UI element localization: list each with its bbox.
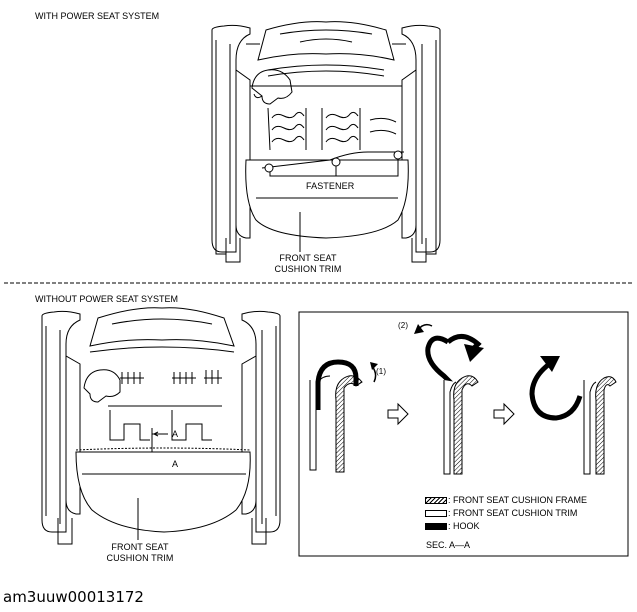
- top-trim-label-line1: FRONT SEAT: [279, 253, 337, 263]
- section-marker-a-1: A: [172, 429, 179, 439]
- hook-stage-3: [529, 356, 617, 475]
- legend-trim-swatch: [425, 510, 447, 517]
- top-trim-label-line2: CUSHION TRIM: [274, 264, 342, 274]
- hook-stage-2: [414, 323, 484, 475]
- step-2-label: (2): [398, 321, 409, 330]
- bottom-trim-label-line1: FRONT SEAT: [111, 542, 169, 552]
- bottom-panel-title: WITHOUT POWER SEAT SYSTEM: [35, 294, 179, 304]
- bottom-trim-label-line2: CUSHION TRIM: [106, 553, 174, 563]
- hook-stage-1: [309, 359, 378, 473]
- legend-frame-text: : FRONT SEAT CUSHION FRAME: [448, 495, 588, 505]
- step-arrow-1: [387, 402, 409, 426]
- section-label: SEC. A—A: [426, 540, 471, 550]
- step-1-label: (1): [376, 367, 387, 376]
- section-marker-a-2: A: [172, 459, 179, 469]
- step-arrow-2: [493, 402, 515, 426]
- fastener-label: FASTENER: [306, 181, 355, 191]
- bottom-seat-illustration: [41, 307, 281, 545]
- legend-frame-swatch: [425, 497, 447, 504]
- image-code: am3uuw00013172: [3, 588, 144, 606]
- legend-trim-text: : FRONT SEAT CUSHION TRIM: [448, 508, 578, 518]
- top-panel-title: WITH POWER SEAT SYSTEM: [35, 11, 160, 21]
- legend-hook-swatch: [425, 523, 447, 530]
- section-view-box: [298, 311, 629, 557]
- legend-hook-text: : HOOK: [448, 521, 480, 531]
- top-seat-illustration: [211, 21, 441, 263]
